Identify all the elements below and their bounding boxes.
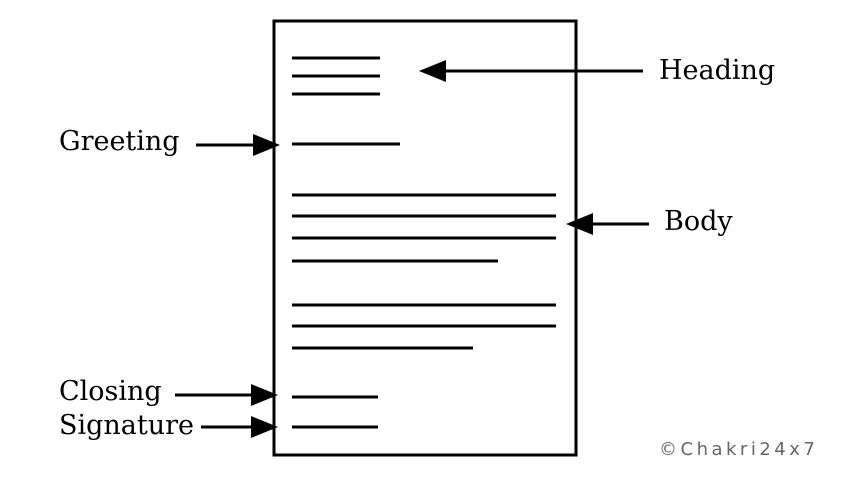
heading-lines xyxy=(292,56,380,96)
copyright-watermark: ©Chakri24x7 xyxy=(659,439,819,460)
body-paragraph-2 xyxy=(292,303,556,350)
arrowhead-icon xyxy=(251,384,278,406)
greeting-label: Greeting xyxy=(59,126,180,157)
heading-label: Heading xyxy=(659,55,776,86)
heading-arrow xyxy=(419,60,643,82)
arrowhead-icon xyxy=(253,134,280,156)
arrowhead-icon xyxy=(251,416,278,438)
body-label: Body xyxy=(664,206,733,237)
closing-label: Closing xyxy=(59,376,162,407)
letter-page-outline xyxy=(272,19,578,457)
closing-arrow xyxy=(175,384,278,406)
body-paragraph-1 xyxy=(292,193,556,263)
arrowhead-icon xyxy=(419,60,446,82)
signature-arrow xyxy=(201,416,278,438)
greeting-arrow xyxy=(196,134,280,156)
signature-label: Signature xyxy=(59,410,195,441)
body-arrow xyxy=(566,213,649,235)
arrowhead-icon xyxy=(566,213,593,235)
